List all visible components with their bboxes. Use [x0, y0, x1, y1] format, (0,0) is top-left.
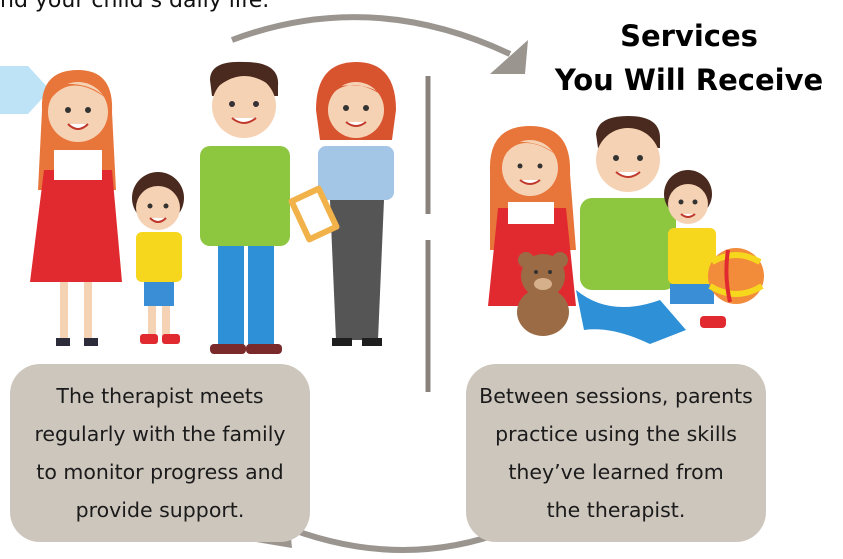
caption-right-line-3: they’ve learned from [508, 460, 724, 484]
caption-left-line-3: to monitor progress and [36, 460, 284, 484]
chevron-icon [0, 66, 50, 114]
caption-left-line-1: The therapist meets [56, 384, 264, 408]
family-standing-illustration [30, 61, 396, 354]
teddy-bear-icon [517, 252, 569, 336]
father-figure [200, 61, 290, 354]
arrowhead-top-icon [490, 40, 528, 74]
sitting-father-figure [576, 116, 686, 344]
caption-left-line-4: provide support. [75, 498, 245, 522]
child-figure [132, 172, 184, 344]
caption-right-line-2: practice using the skills [495, 422, 737, 446]
mother-figure [30, 70, 122, 346]
cycle-arrow-top [230, 14, 512, 57]
caption-parents-practice: Between sessions, parents practice using… [466, 364, 766, 542]
title-line-2: You Will Receive [554, 63, 824, 97]
ball-icon [708, 248, 764, 304]
caption-right-line-1: Between sessions, parents [479, 384, 753, 408]
caption-therapist-meets: The therapist meets regularly with the f… [10, 364, 310, 542]
therapist-figure [288, 62, 396, 346]
page-title: Services You Will Receive [549, 14, 829, 102]
title-line-1: Services [620, 19, 758, 53]
sitting-child-figure [664, 170, 726, 328]
intro-text-partial: nd your child’s daily life. [0, 0, 270, 13]
caption-left-line-2: regularly with the family [34, 422, 286, 446]
family-sitting-illustration [488, 116, 764, 344]
caption-right-line-4: the therapist. [546, 498, 686, 522]
